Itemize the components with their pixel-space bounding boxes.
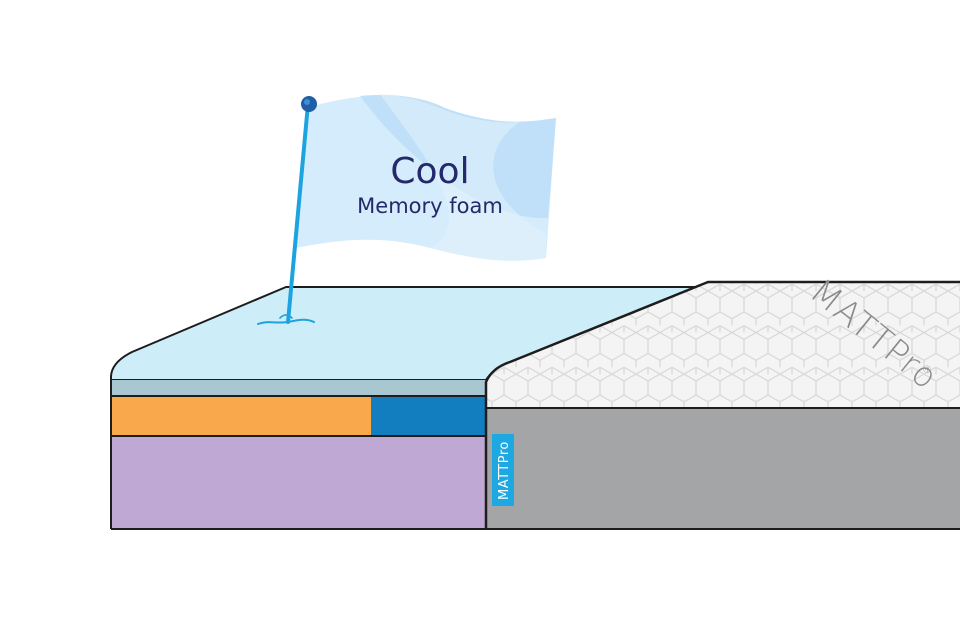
brand-tag (492, 434, 514, 506)
foam-band (111, 380, 486, 396)
blue-layer (371, 396, 486, 436)
flag-icon: Cool Memory foam (257, 94, 556, 325)
flag-pole (286, 102, 310, 324)
flag-subtitle: Memory foam (357, 194, 503, 218)
orange-layer (111, 396, 371, 436)
purple-layer (111, 436, 486, 529)
foam-layers (110, 286, 701, 530)
flag-title: Cool (390, 151, 469, 192)
brand-tag-label: MATTPro (497, 441, 512, 500)
cover-side (486, 408, 960, 529)
